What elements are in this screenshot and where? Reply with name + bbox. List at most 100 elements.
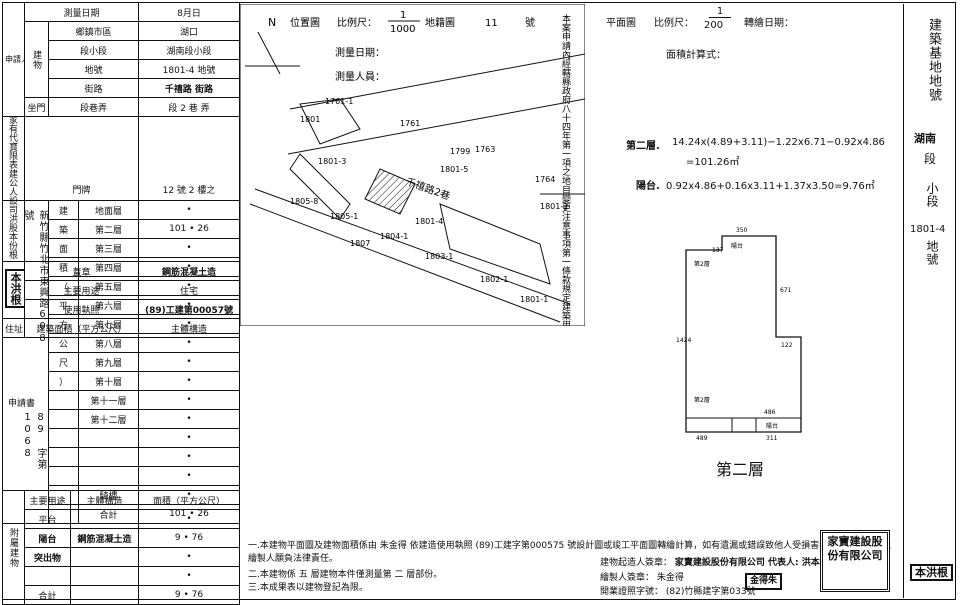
svg-text:1000: 1000 <box>390 24 415 35</box>
plan-room-label: 第2層 <box>694 260 710 268</box>
area-side-char: ） <box>48 371 79 391</box>
floor-area: • <box>138 409 240 429</box>
plan-dimension: 486 <box>764 409 776 416</box>
area-side-char: （ <box>48 276 79 296</box>
lot-label: 1802-1 <box>480 275 508 284</box>
lot-label: 1801-2 <box>540 202 568 211</box>
floor-label: 第七層 <box>78 314 139 334</box>
building-label: 建物 <box>24 21 49 98</box>
plan-dimension: 350 <box>736 227 748 234</box>
drawer-value: 朱金得 <box>656 573 684 583</box>
floor-area: • <box>138 352 240 372</box>
area-side-char: 面 <box>48 238 79 258</box>
road-label: 千禧路2巷 <box>404 175 452 203</box>
plan-dimension: 122 <box>781 342 793 349</box>
lot-label: 1801-1 <box>520 295 548 304</box>
area-side-char: 公 <box>48 333 79 353</box>
lot-label: 1801-5 <box>440 165 468 174</box>
lane-label: 段巷弄 <box>48 97 139 117</box>
lane-value: 段 2 巷 弄 <box>138 97 240 117</box>
county-value: 湖口 <box>138 21 240 41</box>
location-map: N 位置圖 比例尺： 1 1000 地籍圖 11 號 測量日期： 測量人員： 1… <box>240 4 585 326</box>
floor-plan-panel: 平面圖 比例尺： 1 200 轉繪日期： 面積計算式： 第二層. 14.24x(… <box>606 6 885 479</box>
section-value: 湖南段小段 <box>138 40 240 60</box>
location-note: 本案申請內經轄縣政府八十四年第一項之地目變更注意事項第一條款規定建築用地 <box>560 13 571 326</box>
survey-date-value: 8月日 <box>138 2 240 22</box>
floor-label: 地面層 <box>78 200 139 220</box>
location-title: 位置圖 <box>290 16 320 29</box>
plan-dimension: 137 <box>712 247 724 254</box>
plan-dimension: 489 <box>696 435 708 442</box>
lot-label: 1761 <box>400 119 420 128</box>
lot-label: 1763 <box>475 145 495 154</box>
floor-label: 第九層 <box>78 352 139 372</box>
svg-text:11: 11 <box>485 18 498 29</box>
plan-dimension: 671 <box>780 287 792 294</box>
app-no-value: 89 字第 1068 <box>22 412 46 470</box>
floor-area: • <box>138 257 240 277</box>
calc-label: 面積計算式： <box>666 50 726 61</box>
svg-text:1: 1 <box>400 10 406 21</box>
floor-label: 第二層 <box>78 219 139 239</box>
drawer-seal: 金得朱 <box>745 573 783 590</box>
lot-label: 1799 <box>450 147 470 156</box>
balcony-formula: 0.92x4.86+0.16x3.11+1.37x3.50=9.76㎡ <box>666 181 875 192</box>
lot-label: 1803-1 <box>425 252 453 261</box>
floor-label: 第三層 <box>78 238 139 258</box>
plan-dimension: 1424 <box>676 337 691 344</box>
plan-room-label: 第2層 <box>694 396 710 404</box>
area-side-char: 築 <box>48 219 79 239</box>
floor-label: 第八層 <box>78 333 139 353</box>
survey-date-label: 測量日期 <box>24 2 139 22</box>
license-value: (82)竹縣建字第033號 <box>665 587 756 597</box>
aux-area-label: 面積（平方公尺） <box>138 490 240 510</box>
lot-label: 1801-4 <box>415 217 443 226</box>
lot-label: 1804-1 <box>380 232 408 241</box>
lot-value: 1801-4 地號 <box>138 59 240 79</box>
lot-label: 1805-1 <box>330 212 358 221</box>
lot-label: 1805-8 <box>290 197 318 206</box>
floor-area: • <box>138 390 240 410</box>
street-label: 街路 <box>48 78 139 98</box>
owner-value: 家寶建設股份有限公司 代表人: 洪本根 <box>674 558 829 568</box>
svg-text:地籍圖: 地籍圖 <box>425 16 455 29</box>
platform-label: 平台 <box>24 509 71 529</box>
plan-title: 平面圖 <box>606 18 636 29</box>
company-seal: 家寶建設股份有限公司 <box>820 530 890 592</box>
area-side-char: 積 <box>48 257 79 277</box>
balcony-struct: 鋼筋混凝土造 <box>70 528 139 548</box>
aux-use-label: 主要用途 <box>24 490 71 510</box>
lot-label: 1801-3 <box>318 157 346 166</box>
plan-caption: 第二層 <box>716 460 765 479</box>
footer-line2: 二.本建物係 五 層建物本件僅測量第 二 層部份。 <box>248 570 443 580</box>
floor-label: 第五層 <box>78 276 139 296</box>
applicant-cell: 申請人姓名 <box>2 2 25 117</box>
lot-label: 地號 <box>48 59 139 79</box>
lot-label: 1807 <box>350 239 370 248</box>
address-value: 新竹縣竹北市東興路608號 <box>22 210 48 345</box>
floor-area: • <box>138 371 240 391</box>
aux-total-label: 合計 <box>24 585 71 605</box>
lot-label: 1761-1 <box>325 97 353 106</box>
area-side-char: 方 <box>48 314 79 334</box>
floor-label: 第六層 <box>78 295 139 315</box>
floor2-formula: 14.24x(4.89+3.11)−1.22x6.71−0.92x4.86 <box>672 137 885 148</box>
floor-area: • <box>138 333 240 353</box>
right-column: 建築基地地號 湖南 段 小段 1801-4 地號 本洪根 <box>903 4 956 598</box>
app-no-label: 申請書 <box>8 399 36 409</box>
area-side-char: 尺 <box>48 352 79 372</box>
right-seal: 本洪根 <box>910 564 953 581</box>
svg-text:比例尺：: 比例尺： <box>337 16 377 29</box>
floor-area: • <box>138 238 240 258</box>
floor-label: 第四層 <box>78 257 139 277</box>
floor-area: • <box>138 276 240 296</box>
county-label: 鄉鎮市區 <box>48 21 139 41</box>
floor-label: 第十層 <box>78 371 139 391</box>
plan-dimension: 311 <box>766 435 778 442</box>
location-label: 坐門 <box>24 97 49 117</box>
north-label: N <box>268 16 276 29</box>
floor-label: 第十一層 <box>78 390 139 410</box>
